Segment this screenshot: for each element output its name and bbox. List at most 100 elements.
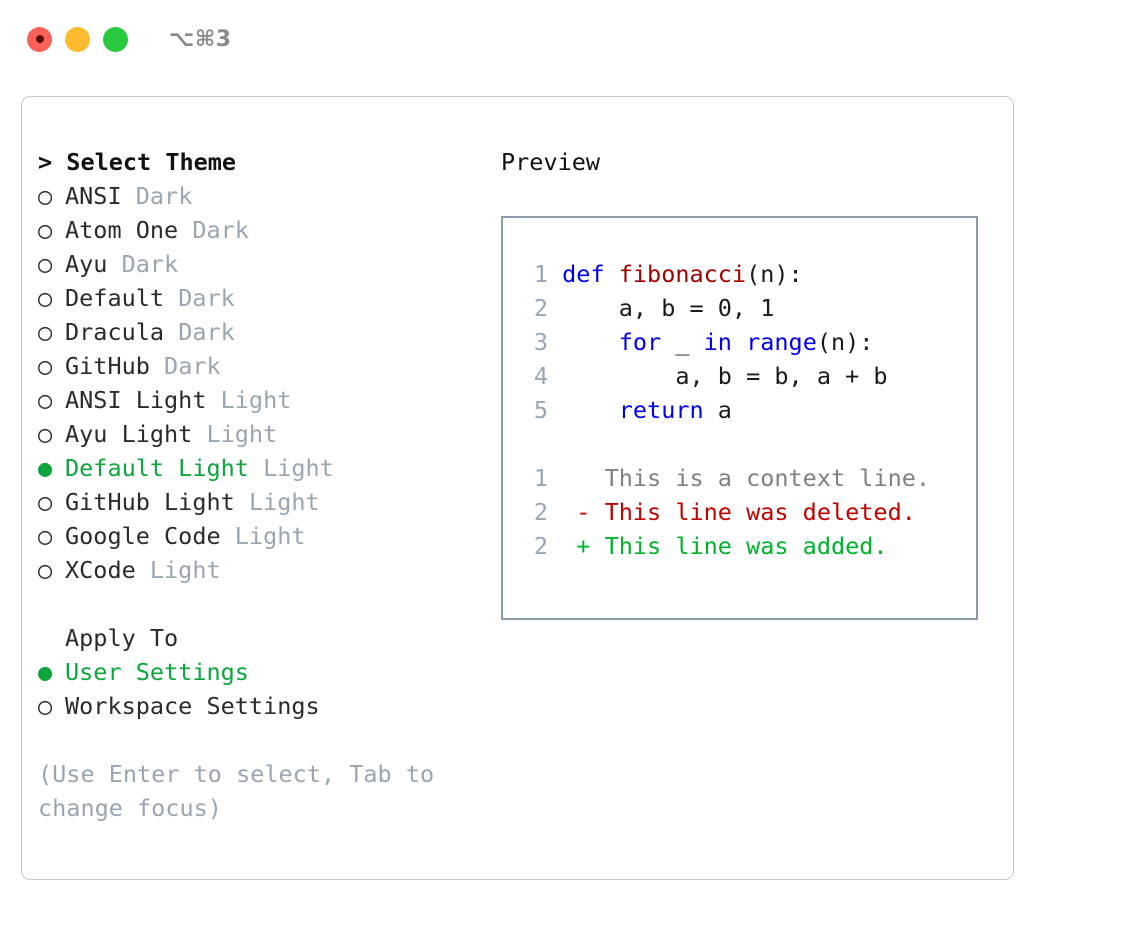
apply-to-options: ● User Settings ○ Workspace Settings [38,655,488,723]
theme-option-github-light[interactable]: ○ GitHub Light Light [38,485,488,519]
code-token: a [703,396,732,424]
code-line: 5 return a [524,393,930,427]
diff-text: This line was deleted. [590,498,916,526]
theme-option-label: GitHub [65,352,165,380]
theme-variant-tag: Dark [164,352,221,380]
radio-selected-icon: ● [38,658,53,686]
theme-variant-tag: Dark [178,318,235,346]
code-token: _ [661,328,704,356]
theme-option-ayu-light[interactable]: ○Ayu Light Light [38,417,488,451]
radio-unselected-icon: ○ [38,352,53,380]
apply-to-option-label: Workspace Settings [65,692,320,720]
theme-list: ○ANSI Dark○Atom One Dark○Ayu Dark○Defaul… [38,179,488,587]
diff-text: This line was added. [590,532,888,560]
line-number: 3 [533,328,548,356]
maximize-button[interactable] [103,26,128,52]
minimize-button[interactable] [65,26,90,52]
radio-unselected-icon: ○ [38,386,53,414]
code-token: in [703,328,732,356]
theme-option-default-light[interactable]: ● Default Light Light [38,451,488,485]
theme-variant-tag: Light [220,386,292,414]
code-token [562,328,619,356]
code-token: fibonacci [618,260,747,288]
theme-option-ansi-light[interactable]: ○ANSI Light Light [38,383,488,417]
code-line: 3 for _ in range(n): [524,325,930,359]
code-token: (n): [816,328,874,356]
theme-option-default[interactable]: ○Default Dark [38,281,488,315]
diff-spacer [524,427,930,461]
theme-option-label: Google Code [65,522,235,550]
line-number: 2 [533,294,548,322]
code-token: (n): [746,260,803,288]
line-number: 1 [533,464,548,492]
window-title: ⌥⌘3 [169,26,232,52]
diff-marker: + [576,532,591,560]
line-number: 1 [533,260,548,288]
theme-option-label: Atom One [65,216,193,244]
radio-unselected-icon: ○ [38,692,53,720]
radio-unselected-icon: ○ [38,522,53,550]
theme-option-google-code[interactable]: ○ Google Code Light [38,519,488,553]
preview-title: Preview [501,148,601,176]
theme-option-ayu[interactable]: ○ Ayu Dark [38,247,488,281]
code-token: a, b = b, a + b [562,362,888,390]
apply-to-label: Apply To [65,624,179,652]
theme-option-github[interactable]: ○ GitHub Dark [38,349,488,383]
theme-option-label: Ayu [65,250,122,278]
code-line: 4 a, b = b, a + b [524,359,930,393]
radio-unselected-icon: ○ [38,420,53,448]
window-controls [27,26,128,52]
theme-option-xcode[interactable]: ○ XCode Light [38,553,488,587]
code-token [732,328,746,356]
apply-to-option-user-settings[interactable]: ● User Settings [38,655,488,689]
theme-option-label: Default Light [65,454,264,482]
theme-option-label: ANSI [65,182,136,210]
diff-text: This is a context line. [590,464,931,492]
apply-to-option-workspace-settings[interactable]: ○ Workspace Settings [38,689,488,723]
radio-selected-icon: ● [38,454,53,482]
radio-unselected-icon: ○ [38,284,53,312]
theme-option-atom-one[interactable]: ○Atom One Dark [38,213,488,247]
theme-option-label: Default [65,284,179,312]
line-number: 5 [533,396,548,424]
theme-option-ansi[interactable]: ○ ANSI Dark [38,179,488,213]
line-number: 4 [533,362,548,390]
theme-variant-tag: Light [206,420,278,448]
close-button[interactable] [27,26,52,52]
radio-unselected-icon: ○ [38,488,53,516]
diff-marker [576,464,590,492]
code-token: a, b = 0, 1 [562,294,775,322]
theme-list-header: > Select Theme [38,148,237,176]
theme-variant-tag: Light [149,556,221,584]
radio-unselected-icon: ○ [38,182,53,210]
diff-line-del: 2 - This line was deleted. [524,495,930,529]
code-token: def [562,260,619,288]
code-token: range [746,328,817,356]
code-token: for [618,328,662,356]
radio-unselected-icon: ○ [38,250,53,278]
code-line: 2 a, b = 0, 1 [524,291,930,325]
keyboard-hint: (Use Enter to select, Tab to change focu… [38,760,449,822]
theme-variant-tag: Dark [192,216,249,244]
theme-variant-tag: Dark [121,250,179,278]
line-number: 2 [533,498,548,526]
code-token: return [618,396,704,424]
theme-variant-tag: Light [234,522,306,550]
theme-variant-tag: Light [263,454,334,482]
apply-to-option-label: User Settings [65,658,249,686]
radio-unselected-icon: ○ [38,556,53,584]
theme-option-dracula[interactable]: ○Dracula Dark [38,315,488,349]
diff-marker: - [576,498,591,526]
diff-line-add: 2 + This line was added. [524,529,930,563]
code-line: 1 def fibonacci(n): [524,257,930,291]
theme-variant-tag: Dark [135,182,193,210]
theme-list-column: > Select Theme ○ANSI Dark○Atom One Dark○… [38,145,488,825]
diff-line-ctx: 1 This is a context line. [524,461,930,495]
theme-option-label: XCode [65,556,150,584]
theme-option-label: GitHub Light [65,488,249,516]
theme-selector-panel: > Select Theme ○ANSI Dark○Atom One Dark○… [21,96,1014,880]
theme-variant-tag: Light [248,488,320,516]
